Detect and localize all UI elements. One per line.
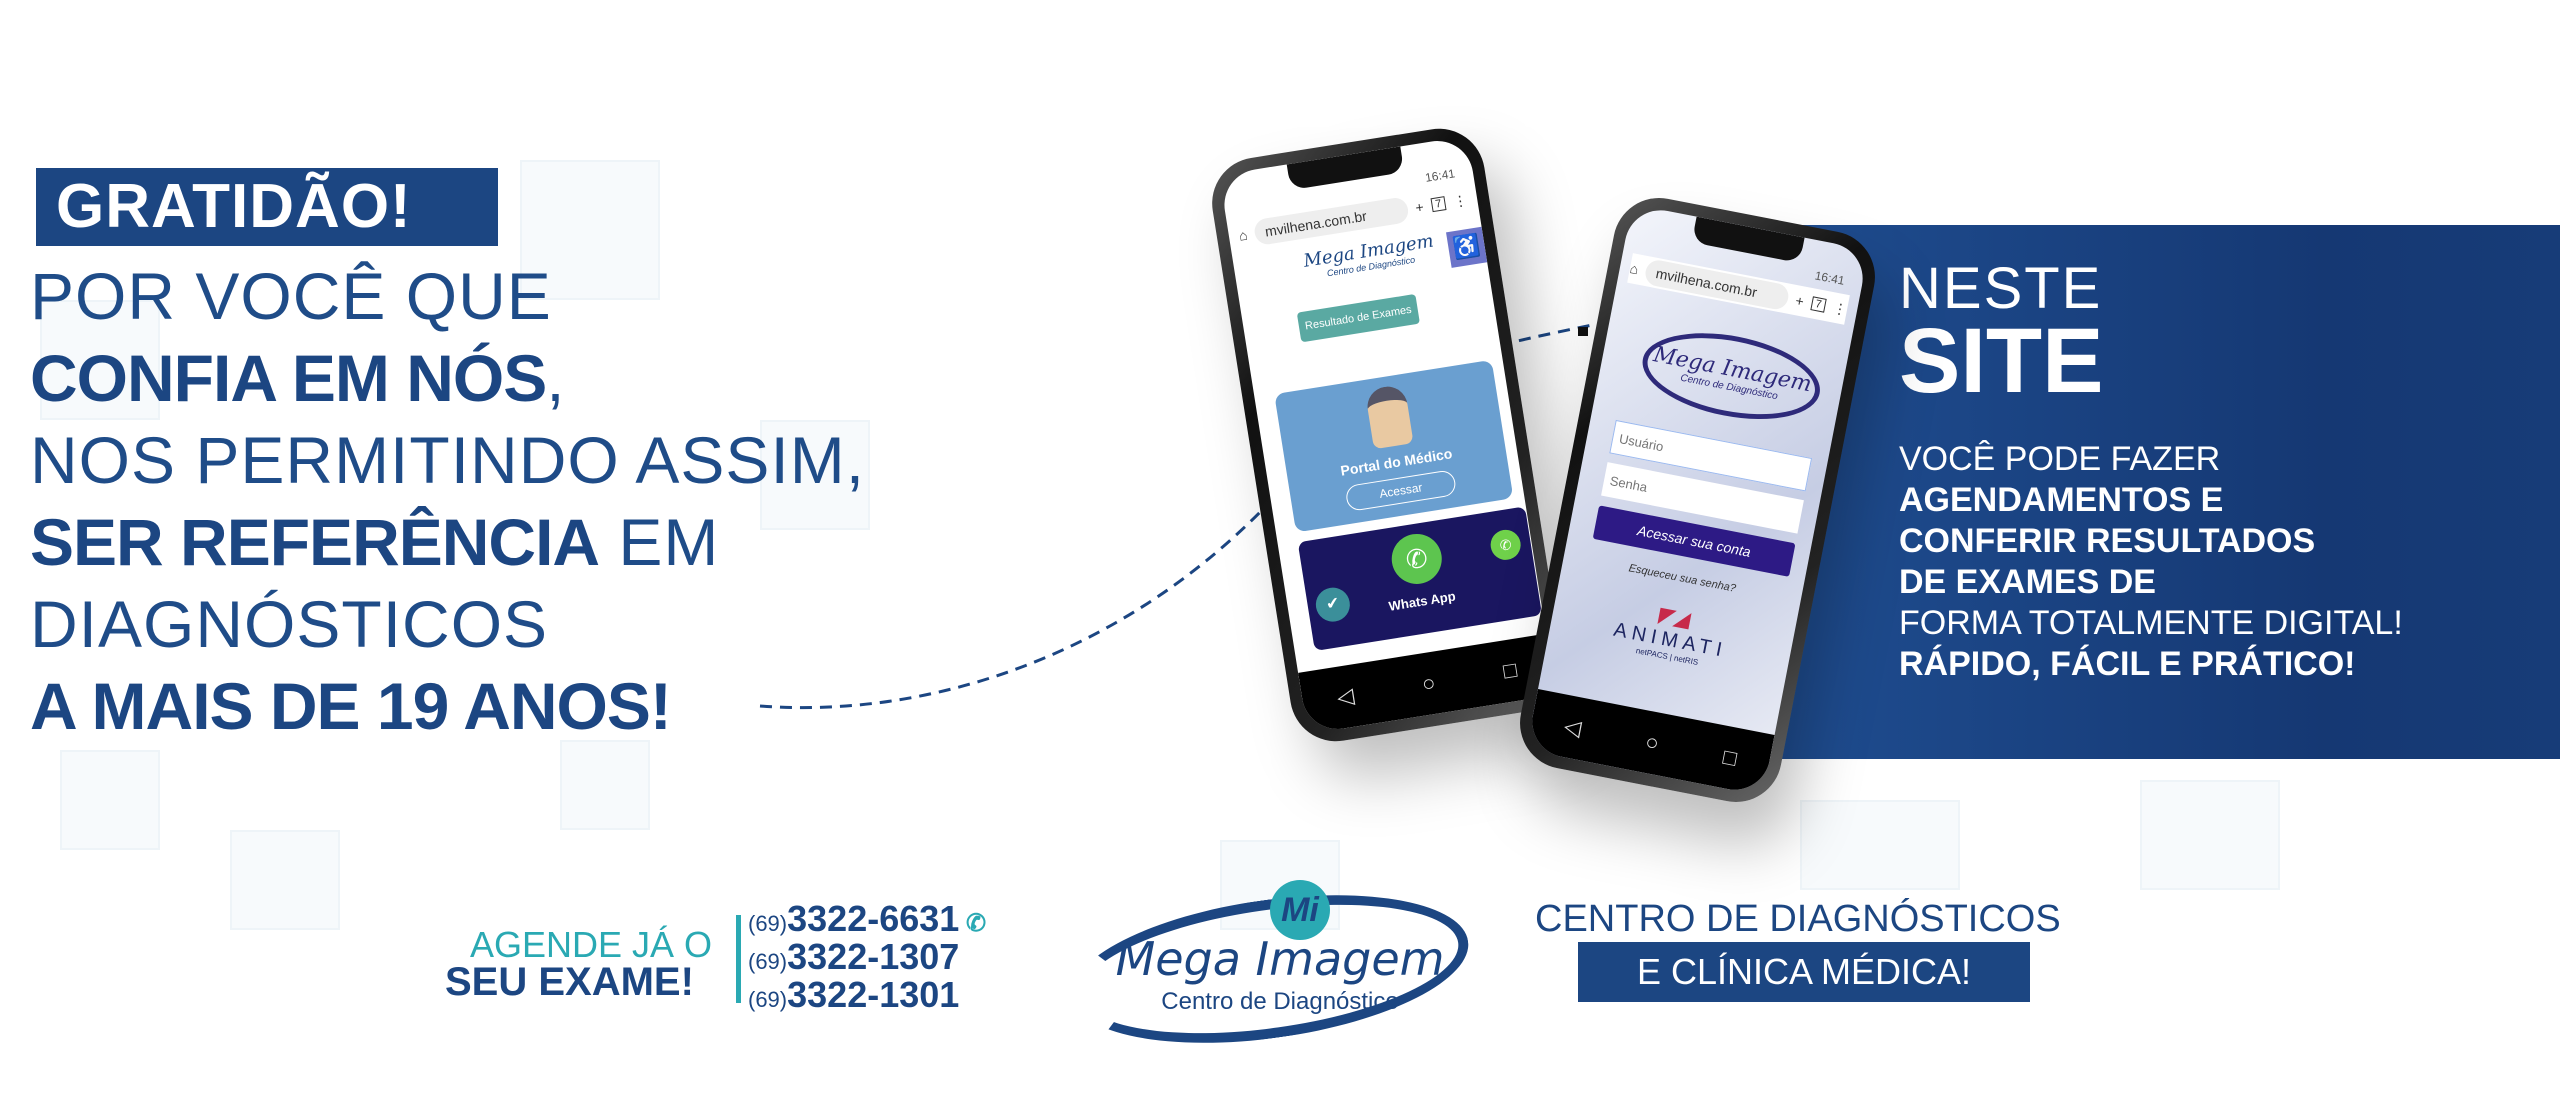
cta-light: AGENDE JÁ O [470, 924, 713, 965]
recents-icon[interactable]: □ [1720, 743, 1739, 771]
panel-text-bold: AGENDAMENTOS E [1899, 481, 2224, 519]
brand-logo: Mi Mega Imagem Centro de Diagnóstico [1062, 872, 1478, 1066]
lock-icon [1578, 327, 1588, 336]
home-circle-icon[interactable]: ○ [1420, 669, 1438, 697]
hero-text: EM [599, 505, 720, 579]
menu-icon[interactable]: ⋮ [1452, 191, 1469, 210]
logo-mark: Mi [1270, 880, 1330, 940]
info-panel: NESTE SITE VOCÊ PODE FAZER AGENDAMENTOS … [1772, 225, 2560, 759]
whatsapp-card[interactable]: ✆ ✔ ✆ Whats App [1297, 506, 1543, 652]
whatsapp-icon: ✆ [1388, 530, 1446, 588]
hero-text-bold: SER REFERÊNCIA [30, 505, 600, 579]
site-logo: Mega Imagem Centro de Diagnóstico [1302, 231, 1436, 282]
hero-text: DIAGNÓSTICOS [30, 587, 549, 661]
new-tab-icon[interactable]: + [1794, 292, 1806, 310]
back-icon[interactable]: ◁ [1335, 682, 1356, 710]
results-button[interactable]: Resultado de Exames [1296, 293, 1420, 343]
phone-notch [1691, 216, 1805, 264]
site-logo: Mega Imagem Centro de Diagnóstico [1635, 319, 1828, 433]
phone-number[interactable]: (69)3322-1301 [748, 974, 960, 1015]
url-field[interactable]: mvilhena.com.br [1643, 258, 1791, 312]
phone-list: (69)3322-6631 ✆ (69)3322-1307 (69)3322-1… [748, 900, 986, 1014]
gratitude-badge: GRATIDÃO! [36, 168, 498, 246]
panel-title-light: NESTE [1899, 256, 2103, 321]
hero-line: A MAIS DE 19 ANOS! [30, 668, 672, 744]
hero-text-bold: CONFIA EM NÓS [30, 341, 547, 415]
browser-bar: ⌂ mvilhena.com.br + 7 ⋮ [1627, 253, 1850, 325]
panel-text-bold: CONFERIR RESULTADOS [1899, 522, 2316, 560]
bg-square [560, 740, 650, 830]
home-icon[interactable]: ⌂ [1628, 260, 1640, 278]
check-icon: ✔ [1313, 585, 1353, 625]
tabs-count[interactable]: 7 [1810, 296, 1827, 313]
home-icon[interactable]: ⌂ [1237, 226, 1249, 244]
bg-square [230, 830, 340, 930]
panel-text: FORMA TOTALMENTE DIGITAL! [1899, 604, 2403, 642]
bg-square [760, 420, 870, 530]
whatsapp-small-icon: ✆ [1488, 527, 1523, 563]
bg-square [520, 160, 660, 300]
accessibility-icon[interactable]: ♿ [1446, 226, 1488, 268]
back-icon[interactable]: ◁ [1562, 712, 1584, 741]
recents-icon[interactable]: □ [1501, 656, 1519, 684]
hero-text: , [546, 341, 566, 415]
phone-number[interactable]: (69)3322-1307 [748, 936, 960, 977]
hero-text: POR VOCÊ QUE [30, 259, 552, 333]
panel-text-bold: RÁPIDO, FÁCIL E PRÁTICO! [1899, 645, 2356, 683]
hero-line: CONFIA EM NÓS, [30, 340, 566, 416]
bg-square [40, 300, 160, 420]
status-time: 16:41 [1424, 166, 1456, 185]
hero-line: DIAGNÓSTICOS [30, 586, 548, 662]
cta-bold: SEU EXAME! [445, 960, 694, 1004]
hero-line: POR VOCÊ QUE [30, 258, 552, 334]
new-tab-icon[interactable]: + [1414, 198, 1425, 216]
hero-text: NOS PERMITINDO ASSIM, [30, 423, 866, 497]
tagline-2: E CLÍNICA MÉDICA! [1578, 942, 2030, 1002]
home-circle-icon[interactable]: ○ [1643, 728, 1662, 756]
menu-icon[interactable]: ⋮ [1831, 299, 1849, 318]
doctor-portal-card: Portal do Médico Acessar [1274, 359, 1514, 533]
phone-notch [1286, 146, 1405, 191]
whatsapp-label: Whats App [1387, 588, 1457, 614]
whatsapp-icon: ✆ [959, 910, 987, 937]
panel-title-bold: SITE [1899, 310, 2104, 412]
tabs-count[interactable]: 7 [1430, 196, 1447, 213]
hero-line: SER REFERÊNCIA EM [30, 504, 719, 580]
logo-title: Mega Imagem [1115, 932, 1445, 986]
tagline-1: CENTRO DE DIAGNÓSTICOS [1535, 898, 2061, 940]
bg-square [2140, 780, 2280, 890]
browser-bar: ⌂ mvilhena.com.br + 7 ⋮ [1237, 185, 1470, 251]
bg-square [60, 750, 160, 850]
logo-subtitle: Centro de Diagnóstico [1161, 988, 1399, 1015]
hero-line: NOS PERMITINDO ASSIM, [30, 422, 865, 498]
bg-square [1800, 800, 1960, 890]
hero-text-bold: A MAIS DE 19 ANOS! [30, 669, 672, 743]
status-time: 16:41 [1813, 268, 1846, 288]
doctor-icon [1364, 383, 1414, 450]
panel-text: VOCÊ PODE FAZER [1899, 440, 2221, 478]
phone-number[interactable]: (69)3322-6631 ✆ [748, 898, 987, 939]
panel-text-bold: DE EXAMES DE [1899, 563, 2156, 601]
divider [736, 915, 741, 1003]
